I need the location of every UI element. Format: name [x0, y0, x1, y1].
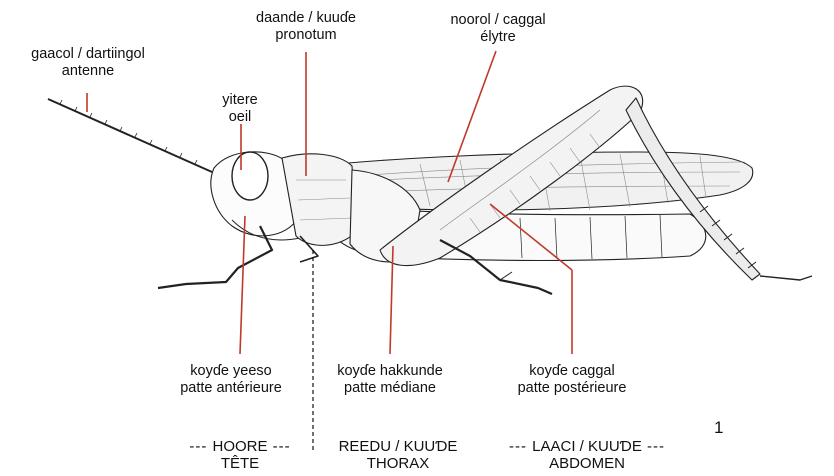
pronotum-label: daande / kuuɗe pronotum [226, 10, 386, 44]
thorax-section-label: REEDU / KUUƊE THORAX [318, 438, 478, 472]
head-section-line1: --- HOORE --- [170, 438, 310, 455]
eye-label: yitere oeil [205, 92, 275, 126]
antenna-label-line1: gaacol / dartiingol [8, 46, 168, 63]
eye-label-line1: yitere [205, 92, 275, 109]
antenna [48, 99, 212, 172]
abdomen-section-line2: ABDOMEN [482, 455, 692, 472]
elytra-label-line2: élytre [428, 29, 568, 46]
antenna-label-line2: antenne [8, 63, 168, 80]
eye [232, 152, 268, 200]
eye-label-line2: oeil [205, 109, 275, 126]
front-leg-label-line1: koyɗe yeeso [156, 363, 306, 380]
hind-tarsus [760, 276, 812, 280]
figure-number: 1 [714, 418, 723, 438]
grasshopper-drawing [48, 86, 812, 294]
pronotum-label-line2: pronotum [226, 27, 386, 44]
hind-leg-label-line2: patte postérieure [497, 380, 647, 397]
thorax-section-line2: THORAX [318, 455, 478, 472]
abdomen-section-line1: --- LAACI / KUUƊE --- [482, 438, 692, 455]
hind-leg-label: koyɗe caggal patte postérieure [497, 363, 647, 397]
hind-leg-label-line1: koyɗe caggal [497, 363, 647, 380]
middle-leg-label: koyɗe hakkunde patte médiane [315, 363, 465, 397]
pronotum [282, 154, 356, 246]
thorax-section-line1: REEDU / KUUƊE [318, 438, 478, 455]
front-leg-label-line2: patte antérieure [156, 380, 306, 397]
head-section-label: --- HOORE --- TÊTE [170, 438, 310, 472]
abdomen-section-label: --- LAACI / KUUƊE --- ABDOMEN [482, 438, 692, 472]
antenna-label: gaacol / dartiingol antenne [8, 46, 168, 80]
elytra-label: noorol / caggal élytre [428, 12, 568, 46]
middle-leg-label-line1: koyɗe hakkunde [315, 363, 465, 380]
middle-leg-label-line2: patte médiane [315, 380, 465, 397]
pronotum-label-line1: daande / kuuɗe [226, 10, 386, 27]
head-section-line2: TÊTE [170, 455, 310, 472]
front-leg-pointer [240, 216, 245, 354]
elytra-label-line1: noorol / caggal [428, 12, 568, 29]
front-leg-label: koyɗe yeeso patte antérieure [156, 363, 306, 397]
